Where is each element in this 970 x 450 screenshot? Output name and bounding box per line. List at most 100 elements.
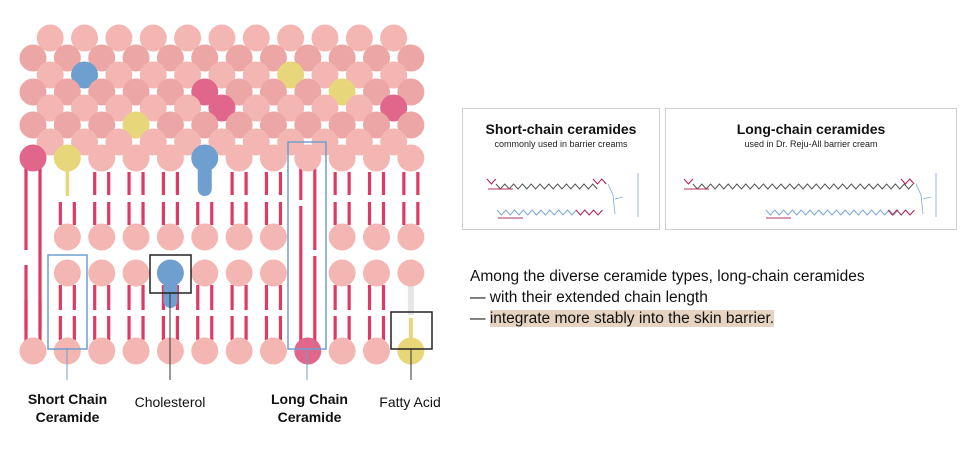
label-long-chain-ceramide: Long Chain Ceramide [271,391,348,425]
lipid-head [277,61,305,89]
lipid-head [397,111,425,139]
lipid-head [208,94,236,122]
lipid-head [156,111,184,139]
lipid-head [122,337,150,365]
lipid-head [259,78,287,106]
lipid-head [225,337,253,365]
headgroup [607,173,639,217]
lipid-head [397,78,425,106]
lipid-head [105,24,133,52]
lipid-head [88,44,116,72]
lipid-head [122,259,150,287]
lipid-head [328,44,356,72]
lipid-head [191,223,219,251]
lipid-head [53,111,81,139]
long-chain-card: Long-chain ceramides used in Dr. Reju-Al… [665,108,957,230]
lipid-head [191,78,219,106]
lipid-head [208,24,236,52]
description-line: — with their extended chain length [470,289,708,306]
lipid-head [53,44,81,72]
chain-line [575,209,603,216]
lipid-head [139,128,167,156]
lipid-head [156,144,184,172]
lipid-head [191,44,219,72]
lipid-head [328,337,356,365]
chain-line [592,178,607,185]
skin-barrier-diagram [19,24,433,380]
lipid-head [259,144,287,172]
lipid-head [294,44,322,72]
lipid-head [345,24,373,52]
lipid-head [156,78,184,106]
lipid-head [36,94,64,122]
lipid-head [397,223,425,251]
lipid-head [88,78,116,106]
lipid-head [397,144,425,172]
lipid-head [294,337,322,365]
lipid-head [139,24,167,52]
lipid-head [345,128,373,156]
lipid-head [139,61,167,89]
short-chain-molecule-icon [486,173,639,219]
label-short-chain-ceramide: Short Chain Ceramide [27,391,108,425]
lipid-head [345,94,373,122]
lipid-head [71,94,99,122]
lipid-head [53,223,81,251]
lipid-head [19,337,47,365]
lipid-head [363,144,390,172]
lipid-head [259,337,287,365]
lipid-head [19,111,47,139]
lipid-head [328,259,356,287]
lipid-head [122,223,150,251]
lipid-head [139,94,167,122]
description: Among the diverse ceramide types, long-c… [470,266,865,329]
lipid-head [208,61,236,89]
lipid-head [208,128,236,156]
lipid-head [225,144,253,172]
lipid-head [225,223,253,251]
lipid-head [174,61,202,89]
chain-line [900,178,915,185]
lipid-head [294,144,322,172]
lipid-head [380,24,408,52]
lipid-head [345,61,373,89]
lipid-head [363,337,390,365]
gap [407,285,414,315]
lipid-head [225,111,253,139]
lipid-head [328,144,356,172]
lipid-head [311,61,339,89]
lipid-head [277,24,305,52]
cholesterol-icon [156,259,184,287]
lipid-head [122,144,150,172]
lipid-head [363,44,390,72]
lipid-head [259,259,287,287]
lipid-head [122,111,150,139]
lipid-head [397,44,425,72]
chain-line [683,178,694,185]
lipid-head [363,78,390,106]
lipid-head [259,44,287,72]
lipid-head [71,128,99,156]
lipid-head [242,128,270,156]
lipid-head [88,144,116,172]
lipid-head [53,78,81,106]
lipid-head [71,61,99,89]
lipid-head [105,61,133,89]
lipid-head [19,78,47,106]
lipid-head [122,78,150,106]
lipid-head [397,259,425,287]
lipid-head [225,259,253,287]
card-subtitle: commonly used in barrier creams [494,139,628,149]
chain-line [692,183,914,190]
lipid-head [225,44,253,72]
label-fatty-acid: Fatty Acid [379,394,441,410]
label-cholesterol: Cholesterol [134,394,206,410]
lipid-head [174,24,202,52]
lipid-head [88,259,116,287]
lipid-head [174,128,202,156]
lipid-head [380,94,408,122]
lipid-head [311,24,339,52]
lipid-head [122,44,150,72]
lipid-head [36,24,64,52]
lipid-head [53,144,81,172]
